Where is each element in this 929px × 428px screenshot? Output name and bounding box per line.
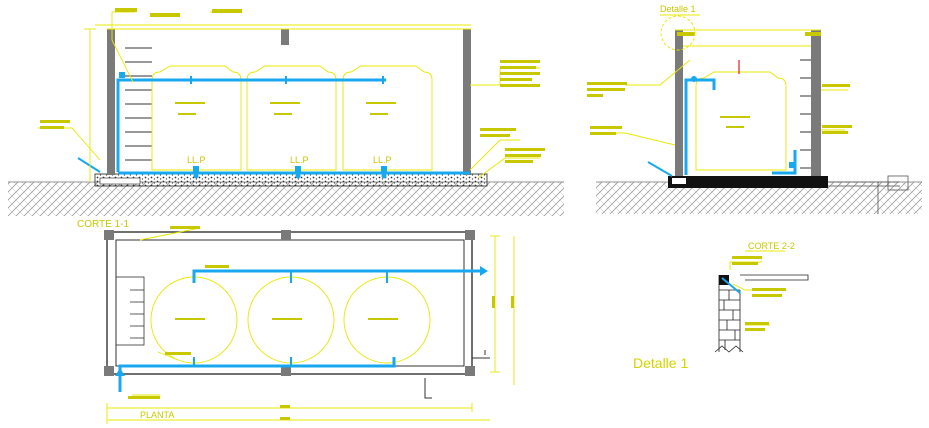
llp-label-3: LL.P [373, 155, 392, 165]
left-wall [107, 29, 115, 175]
section-title-corte-1: CORTE 1-1 [77, 219, 129, 230]
tank-1 [151, 65, 242, 171]
ground-hatch-icon [8, 182, 564, 216]
tank-3 [342, 65, 433, 171]
llp-label-2: LL.P [290, 155, 309, 165]
tank-section [695, 71, 787, 171]
llp-label-1: LL.P [187, 155, 206, 165]
tank-2 [246, 65, 337, 171]
plan-outer-wall [106, 231, 473, 375]
section-title-corte-2: CORTE 2-2 [748, 241, 795, 251]
plan-view: PLANTA [104, 226, 515, 424]
plan-title: PLANTA [140, 410, 174, 420]
right-wall [463, 29, 471, 175]
foundation-slab [94, 173, 488, 187]
section-1-1: LL.P LL.P LL.P CORTE 1-1 [8, 8, 564, 230]
detail-title: Detalle 1 [633, 355, 688, 371]
inlet-pipe [116, 78, 386, 172]
flow-arrow-icon [480, 266, 488, 276]
plan-pipe-bottom [118, 357, 396, 392]
ladder [125, 47, 152, 161]
detail-callout-label: Detalle 1 [660, 4, 696, 14]
section-2-2: Detalle 1 [587, 4, 922, 214]
valve-icon [119, 72, 387, 179]
detail-callout-circle [660, 15, 696, 51]
section-arrow-icon [424, 350, 490, 399]
detail-1: CORTE 2-2 Detalle 1 [633, 241, 809, 371]
plan-pipe-top [192, 269, 480, 283]
